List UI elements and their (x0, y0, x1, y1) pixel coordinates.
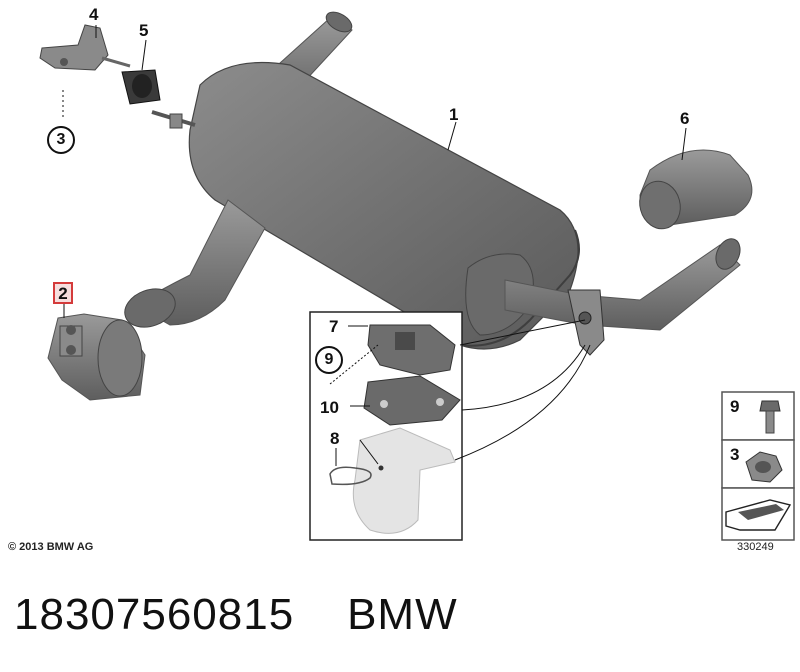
callout-3: 3 (56, 131, 66, 148)
connector-lines (454, 319, 591, 461)
leader-lines (62, 25, 687, 318)
legend-item-9: 9 (730, 397, 740, 416)
callout-8: 8 (330, 429, 340, 448)
callout-4: 4 (89, 5, 99, 24)
callout-9-circle: 9 (315, 346, 343, 374)
callout-3-circle: 3 (47, 126, 75, 154)
callout-7: 7 (329, 317, 339, 336)
callout-9: 9 (324, 351, 334, 368)
callout-2-highlighted: 2 (53, 282, 73, 304)
callout-2: 2 (58, 284, 68, 303)
callout-6: 6 (680, 109, 690, 128)
diagram-number: 330249 (737, 541, 774, 553)
part-number-caption: 18307560815 BMW (14, 590, 458, 639)
legend-graphics (721, 391, 795, 541)
exploded-parts-diagram (39, 11, 795, 541)
detail-inset (309, 311, 463, 541)
callout-5: 5 (139, 21, 149, 40)
bolt-icon (759, 400, 781, 412)
callout-10: 10 (320, 398, 339, 417)
legend-item-3: 3 (730, 445, 740, 464)
pipe-clamp (47, 313, 146, 401)
callout-1: 1 (449, 105, 459, 124)
copyright-notice: © 2013 BMW AG (8, 541, 94, 553)
tailpipe-left-connector (124, 199, 266, 328)
hanger-bracket (39, 24, 131, 71)
rubber-mount (121, 69, 161, 105)
mounting-stud (151, 110, 196, 129)
exhaust-tip (639, 149, 753, 230)
